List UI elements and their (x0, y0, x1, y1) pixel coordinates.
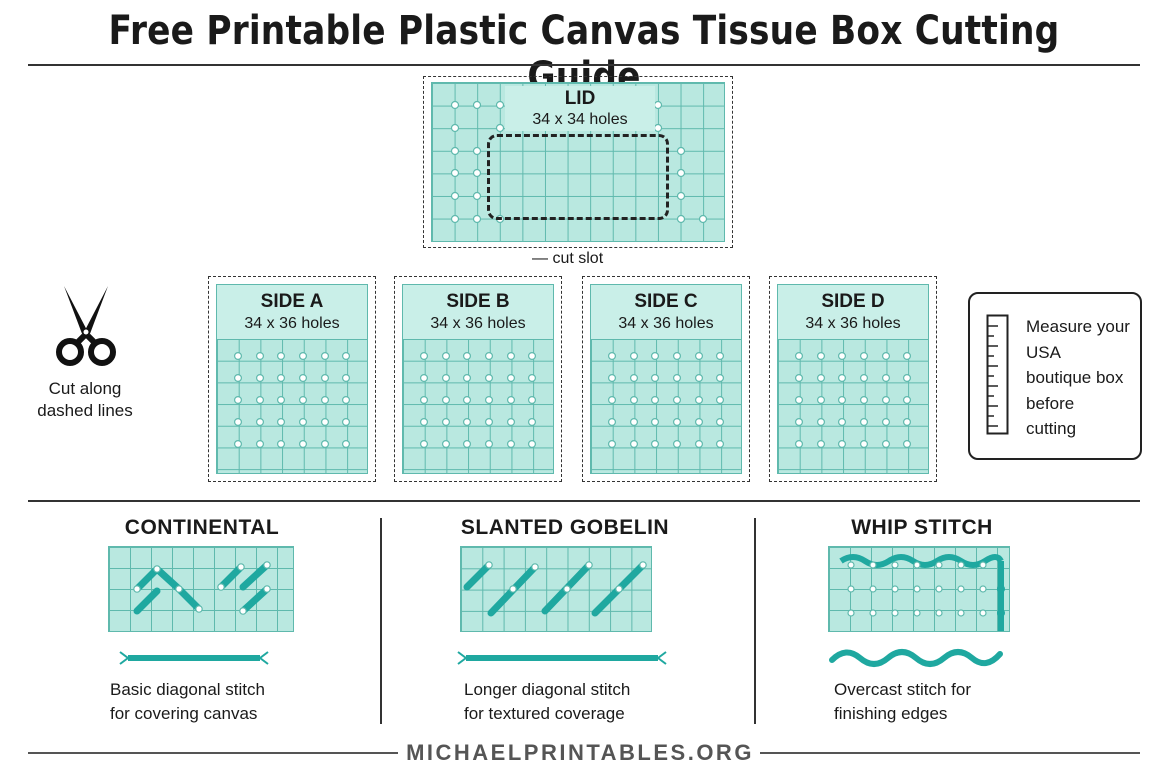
measure-note-box: Measure your USA boutique box before cut… (968, 292, 1142, 460)
whip-canvas (828, 546, 1010, 632)
gobelin-desc-line1: Longer diagonal stitch (464, 680, 631, 699)
whip-desc-line2: finishing edges (834, 704, 948, 723)
measure-line-3: boutique box (1026, 368, 1124, 387)
stitch-whip-title: WHIP STITCH (851, 516, 993, 539)
stitch-continental-title: CONTINENTAL (124, 516, 280, 539)
whip-desc-line1: Overcast stitch for (834, 680, 971, 699)
side-a-name: SIDE A (260, 291, 324, 312)
gobelin-stitches (463, 561, 647, 617)
side-b-name: SIDE B (446, 291, 510, 312)
continental-stitches (133, 561, 271, 615)
measure-note-text: Measure your USA boutique box before cut… (1026, 314, 1130, 442)
continental-description: Basic diagonal stitch for covering canva… (110, 678, 265, 726)
side-a-size: 34 x 36 holes (244, 315, 340, 332)
stitch-divider-1 (380, 518, 382, 724)
whip-description: Overcast stitch for finishing edges (834, 678, 971, 726)
measure-line-4: before (1026, 393, 1075, 413)
lid-label: LID 34 x 34 holes (505, 86, 655, 131)
cut-note: Cut along dashed lines (20, 378, 150, 422)
ruler-icon (986, 314, 1009, 435)
scissors-icon (56, 286, 116, 366)
lid-cut-slot (487, 134, 669, 220)
whip-yarn-icon (829, 649, 1003, 667)
gobelin-yarn-icon (457, 651, 667, 665)
continental-desc-line1: Basic diagonal stitch (110, 680, 265, 699)
cut-note-line2: dashed lines (37, 401, 133, 420)
side-b-holes (420, 352, 536, 448)
lid-size: 34 x 34 holes (532, 111, 628, 128)
side-a-holes (234, 352, 350, 448)
side-d-size: 34 x 36 holes (805, 315, 901, 332)
gobelin-description: Longer diagonal stitch for textured cove… (464, 678, 630, 726)
side-c-name: SIDE C (634, 291, 698, 312)
continental-yarn-icon (119, 651, 269, 665)
title-divider (28, 64, 1140, 66)
side-b-size: 34 x 36 holes (430, 315, 526, 332)
cut-slot-label: — cut slot (532, 250, 604, 267)
footer-website: MICHAELPRINTABLES.ORG (406, 740, 754, 765)
side-d-name: SIDE D (821, 291, 885, 312)
side-d-holes (795, 352, 911, 448)
footer-rule-left (28, 752, 398, 754)
side-c-size: 34 x 36 holes (618, 315, 714, 332)
continental-canvas (108, 546, 294, 632)
stitch-gobelin-title: SLANTED GOBELIN (460, 516, 670, 539)
cut-note-line1: Cut along (48, 379, 122, 398)
whip-stitches (839, 554, 1005, 631)
continental-desc-line2: for covering canvas (110, 704, 258, 723)
gobelin-desc-line2: for textured coverage (464, 704, 625, 723)
footer-rule-right (760, 752, 1140, 754)
measure-line-5: cutting (1026, 419, 1077, 438)
measure-line-1: Measure your (1026, 317, 1130, 336)
stitch-divider-2 (754, 518, 756, 724)
lid-cut-outline (423, 76, 733, 248)
gobelin-canvas (460, 546, 652, 632)
side-c-holes (608, 352, 724, 448)
page-title: Free Printable Plastic Canvas Tissue Box… (108, 8, 1060, 100)
lid-name: LID (564, 88, 596, 109)
measure-line-2: USA (1026, 342, 1061, 362)
section-divider (28, 500, 1140, 502)
